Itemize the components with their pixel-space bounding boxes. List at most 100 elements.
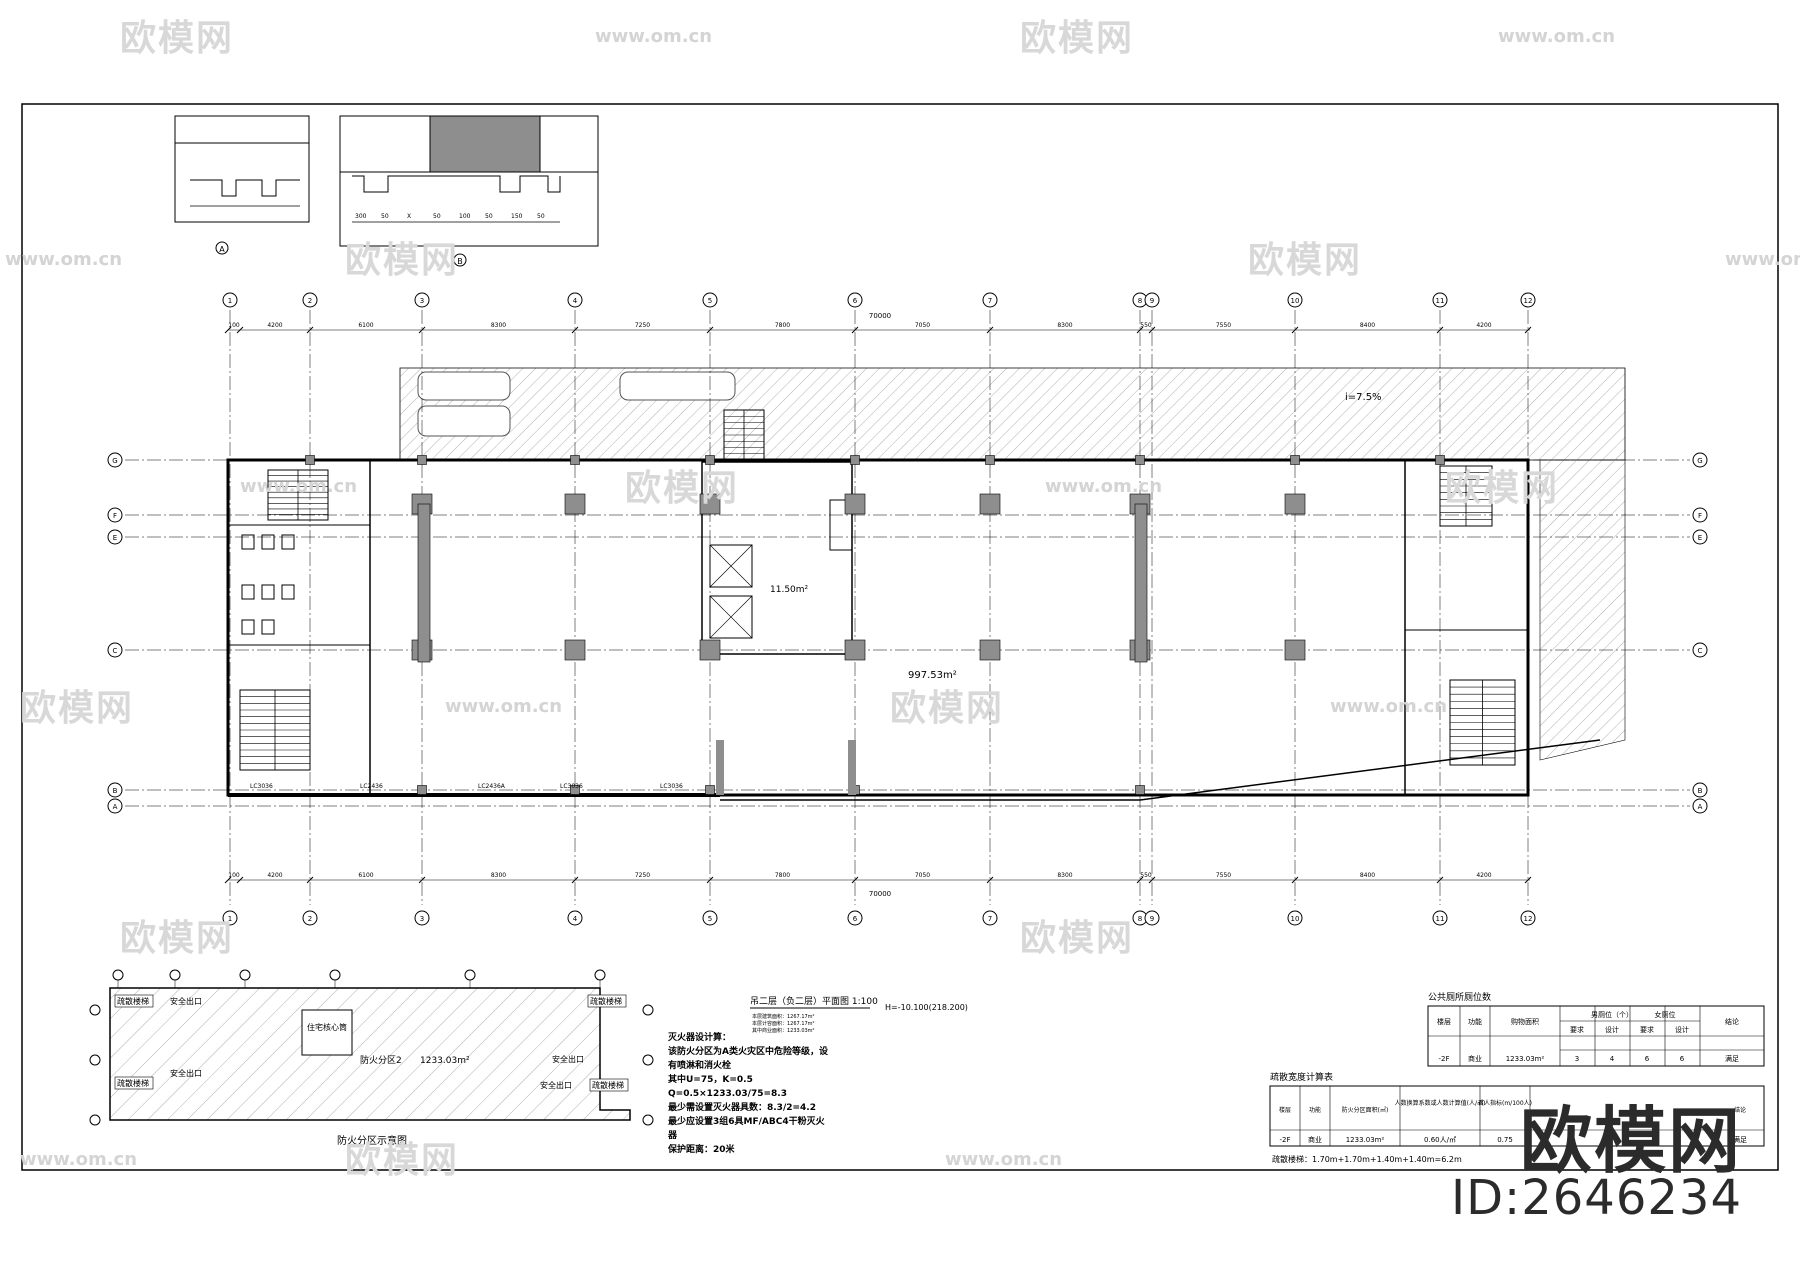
dimension-label: 7550 (1216, 322, 1231, 329)
axis-bubble (847, 292, 863, 308)
axis-bubble (414, 910, 430, 926)
dimension-label: 100 (228, 872, 240, 879)
extinguisher-line: 器 (667, 1130, 678, 1141)
axis-bubble (107, 507, 123, 523)
detail-b-marker (453, 253, 467, 267)
toilet-header: 女厕位 (1655, 1010, 1676, 1019)
toilet-subheader: 要求 (1570, 1025, 1584, 1034)
detail-dimension: 300 (355, 213, 367, 220)
watermark-brand: 欧模网 (120, 18, 234, 59)
toilet-cell: 1233.03m² (1506, 1055, 1545, 1063)
area-note: 本层计容面积：1267.17m² (752, 1020, 815, 1027)
exit-tag: 安全出口 (170, 1068, 202, 1078)
axis-bubble (1692, 642, 1708, 658)
axis-label: 1 (228, 915, 232, 923)
door-tag: LC2436 (360, 783, 383, 790)
axis-bubble (107, 798, 123, 814)
toilet-cell: 商业 (1468, 1054, 1482, 1063)
axis-label: 9 (1150, 915, 1154, 923)
detail-a-marker (215, 241, 229, 255)
dimension-label: 7800 (775, 872, 790, 879)
dimension-label: 550 (1140, 322, 1152, 329)
left-core (227, 459, 371, 796)
axis-bubble (107, 782, 123, 798)
axis-label: G (112, 457, 117, 465)
watermark-brand: 欧模网 (345, 240, 459, 281)
extinguisher-line: 最少应设置3组6具MF/ABC4干粉灭火 (668, 1115, 826, 1127)
evac-table-title: 疏散宽度计算表 (1270, 1071, 1333, 1083)
detail-a-label: A (219, 245, 225, 254)
exit-tag: 安全出口 (552, 1054, 584, 1064)
watermark-brand: 欧模网 (345, 1140, 459, 1181)
dimension-label: 4200 (267, 872, 282, 879)
zone-outline (109, 987, 631, 1121)
axis-bubble (982, 910, 998, 926)
axis-bubble (414, 292, 430, 308)
ramp-strip (399, 367, 1626, 461)
watermark-brand: 欧模网 (1445, 468, 1559, 509)
axis-label: E (1698, 534, 1702, 542)
dimension-label: 8300 (491, 872, 506, 879)
axis-label: A (113, 803, 118, 811)
door-tag: LC3036 (660, 783, 683, 790)
column (844, 639, 866, 661)
column (979, 493, 1001, 515)
dimension-label: 7250 (635, 322, 650, 329)
structural-columns (305, 455, 1445, 795)
evac-header: 楼层 (1279, 1106, 1291, 1114)
axis-label: 12 (1524, 297, 1533, 305)
axis-label: C (113, 647, 118, 655)
column (979, 639, 1001, 661)
watermark-url: www.om.cn (595, 26, 712, 47)
door-tag: LC3036 (250, 783, 273, 790)
axis-label: A (1698, 803, 1703, 811)
stair-tag: 疏散楼梯 (117, 1078, 149, 1088)
axis-bubble (1287, 292, 1303, 308)
axis-label: 8 (1138, 915, 1142, 923)
axis-label: 7 (988, 915, 992, 923)
area-note: 其中商业面积：1233.03m² (752, 1027, 815, 1034)
axis-bubble (1520, 292, 1536, 308)
column (1284, 639, 1306, 661)
toilet-fixtures (241, 534, 295, 635)
toilet-cell: 6 (1645, 1055, 1650, 1063)
axis-label: 3 (420, 915, 424, 923)
dimension-label: 8300 (1057, 322, 1072, 329)
evac-cell: 满足 (1733, 1135, 1747, 1144)
axis-bubble (1287, 910, 1303, 926)
column (1135, 455, 1145, 465)
total-dimension: 70000 (869, 890, 891, 898)
column (305, 455, 315, 465)
axis-label: 3 (420, 297, 424, 305)
core-box (301, 1009, 353, 1056)
stair-tag: 疏散楼梯 (117, 996, 149, 1006)
axis-bubble (1692, 529, 1708, 545)
dimension-label: 4200 (267, 322, 282, 329)
detail-dimension: 50 (537, 213, 545, 220)
extinguisher-title: 灭火器设计算： (667, 1031, 731, 1043)
stair-tag: 疏散楼梯 (592, 1080, 624, 1090)
evac-cell: 0.75 (1497, 1136, 1513, 1144)
watermark-brand: 欧模网 (1248, 240, 1362, 281)
axis-bubble (847, 910, 863, 926)
axis-label: F (1698, 512, 1702, 520)
axis-label: F (113, 512, 117, 520)
axis-label: B (1698, 787, 1703, 795)
area-note: 本层建筑面积：1267.17m² (752, 1013, 815, 1020)
axis-label: 11 (1436, 915, 1445, 923)
zone-label: 防火分区2 (360, 1054, 402, 1066)
axis-label: 4 (573, 297, 578, 305)
axis-bubble (222, 292, 238, 308)
zone-plan: 住宅核心筒 防火分区2 1233.03m² 疏散楼梯疏散楼梯疏散楼梯疏散楼梯安全… (89, 969, 654, 1147)
small-room-area: 11.50m² (770, 585, 809, 595)
axis-label: 10 (1291, 297, 1300, 305)
axis-label: 4 (573, 915, 578, 923)
axis-label: 1 (228, 297, 232, 305)
stair-tag: 疏散楼梯 (590, 996, 622, 1006)
detail-dimension: 100 (459, 213, 471, 220)
evac-header: 功能 (1309, 1106, 1321, 1114)
dimension-label: 4200 (1476, 322, 1491, 329)
